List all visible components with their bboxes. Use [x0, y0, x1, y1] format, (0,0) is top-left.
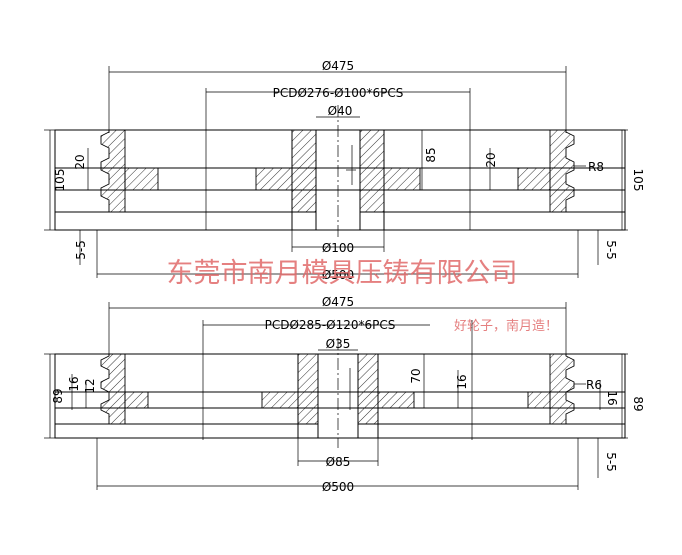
top-left-step-label: 5-5 — [74, 240, 88, 260]
bottom-right-step-label: 5-5 — [604, 452, 618, 472]
top-right-height-dimension: 105 — [616, 129, 645, 231]
bottom-right-radius-label: R6 — [586, 378, 602, 392]
top-pcd-dimension: PCDØ276-Ø100*6PCS — [205, 86, 471, 230]
top-hub-diameter-label: Ø100 — [322, 241, 354, 255]
bottom-base-diameter-dimension: Ø500 — [96, 438, 579, 494]
top-right-radius: R8 — [574, 160, 604, 174]
top-left-height-dimension: 105 — [44, 129, 67, 231]
top-right-radius-label: R8 — [588, 160, 604, 174]
top-keyway — [346, 145, 356, 185]
bottom-left-a-label: 16 — [67, 376, 81, 391]
top-hub-diameter-dimension: Ø100 — [291, 230, 385, 255]
bottom-keyway — [344, 368, 354, 410]
bottom-left-height-label: 89 — [51, 388, 65, 403]
top-left-groove-label: 20 — [73, 154, 87, 169]
bottom-left-b-dimension: 12 — [83, 378, 97, 408]
top-left-height-label: 105 — [53, 169, 67, 192]
top-hatched-sections — [100, 129, 575, 213]
bottom-section: Ø475 PCDØ285-Ø120*6PCS Ø35 — [44, 295, 645, 494]
top-pcd-label: PCDØ276-Ø100*6PCS — [273, 86, 404, 100]
bottom-mid-label: 16 — [455, 374, 469, 389]
bottom-mid-dimension: 16 — [455, 370, 469, 408]
top-right-height-label: 105 — [631, 169, 645, 192]
bottom-right-height-dimension: 89 — [616, 353, 645, 439]
bottom-hub-diameter-dimension: Ø85 — [297, 438, 379, 469]
bottom-hub-height-dimension: 70 — [409, 354, 425, 408]
bottom-right-a-label: 16 — [605, 390, 619, 405]
bottom-overall-dimension: Ø475 — [108, 295, 567, 356]
top-overall-dimension: Ø475 — [108, 59, 567, 133]
bottom-pcd-label: PCDØ285-Ø120*6PCS — [265, 318, 396, 332]
bottom-right-a-dimension: 16 — [599, 380, 619, 410]
bottom-hub-height-label: 70 — [409, 368, 423, 383]
top-bore-label: Ø40 — [328, 104, 353, 118]
bottom-left-height-dimension: 89 — [44, 353, 65, 439]
bottom-hub-diameter-label: Ø85 — [326, 455, 351, 469]
bottom-right-height-label: 89 — [631, 396, 645, 411]
top-right-groove-label: 20 — [484, 152, 498, 167]
bottom-base-diameter-label: Ø500 — [322, 480, 354, 494]
top-base-diameter-label: Ø500 — [322, 268, 354, 282]
bottom-overall-label: Ø475 — [322, 295, 354, 309]
top-overall-label: Ø475 — [322, 59, 354, 73]
top-base-diameter-dimension: Ø500 — [96, 230, 579, 282]
top-right-step-label: 5-5 — [604, 240, 618, 260]
slogan-watermark: 好轮子，南月造！ — [454, 318, 558, 334]
top-left-step-dimension: 5-5 — [74, 230, 88, 265]
bottom-right-step-dimension: 5-5 — [597, 438, 618, 478]
top-section: Ø475 PCDØ276-Ø100*6PCS Ø40 — [44, 59, 645, 282]
bottom-hatched-sections — [100, 353, 575, 425]
bottom-pcd-dimension: PCDØ285-Ø120*6PCS — [202, 318, 473, 440]
top-hub-height-dimension: 85 — [421, 130, 438, 190]
company-watermark: 东莞市南月模具压铸有限公司 — [167, 258, 518, 289]
top-left-groove-dimension: 20 — [73, 148, 89, 190]
bottom-left-a-dimension: 16 — [67, 374, 81, 410]
top-right-step-dimension: 5-5 — [597, 230, 618, 265]
bottom-right-radius: R6 — [574, 378, 602, 392]
top-right-groove-dimension: 20 — [484, 148, 498, 190]
top-hub-height-label: 85 — [424, 147, 438, 162]
bottom-left-b-label: 12 — [83, 378, 97, 393]
